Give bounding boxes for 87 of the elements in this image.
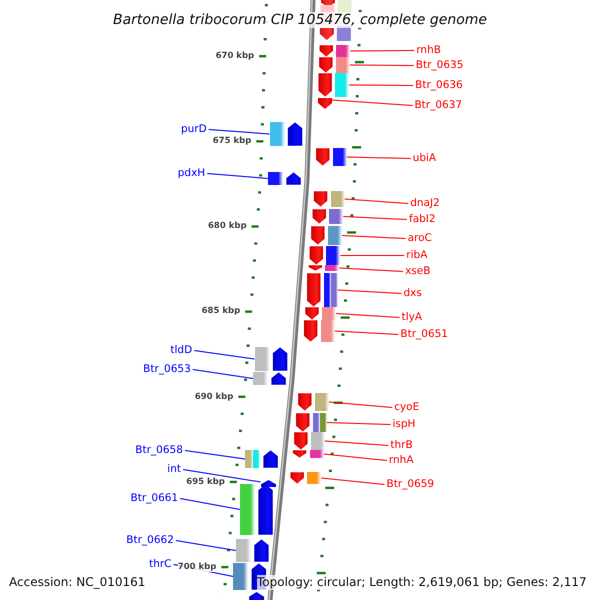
- gene-shape: [260, 480, 276, 487]
- leader-line: [340, 255, 405, 256]
- gene-label: rnhA: [388, 454, 414, 467]
- gene-label: Btr_0651: [400, 328, 448, 341]
- leader-line: [328, 402, 393, 408]
- leader-line: [320, 478, 385, 485]
- gene-label: pdxH: [178, 167, 206, 180]
- gene-bar: [307, 472, 322, 484]
- gene-bar: [328, 226, 342, 245]
- gene-bar: [253, 372, 268, 385]
- gene-bar: [233, 563, 248, 590]
- gene-bar: [310, 450, 324, 458]
- gene-bar: [336, 45, 350, 57]
- gene-bar: [335, 73, 350, 97]
- gene-label: thrB: [390, 439, 413, 452]
- gene-label: Btr_0635: [416, 59, 464, 72]
- gene-label: ubiA: [412, 152, 436, 165]
- gene-label: cyoE: [394, 401, 420, 414]
- gene-bar: [329, 209, 344, 224]
- leader-line: [192, 369, 254, 379]
- gene-label: dxs: [403, 287, 422, 300]
- gene-bar: [325, 265, 340, 271]
- title: Bartonella tribocorum CIP 105476, complete genome: [110, 12, 490, 28]
- gene-label: rnhB: [416, 44, 441, 57]
- scale-label: 695 kbp: [186, 476, 225, 487]
- gene-label: Btr_0661: [130, 492, 178, 505]
- scale-label: 690 kbp: [194, 392, 234, 402]
- leader-line: [344, 198, 409, 204]
- gene-label: Btr_0662: [126, 534, 174, 547]
- gene-bar: [310, 432, 325, 450]
- leader-line: [175, 540, 236, 551]
- gene-bar: [324, 273, 338, 307]
- leader-line: [341, 235, 406, 239]
- scale-label: 700 kbp: [178, 562, 216, 572]
- gene-bar: [326, 246, 340, 265]
- leader-line: [334, 330, 399, 335]
- gene-bar: [314, 393, 329, 411]
- leader-line: [324, 440, 389, 446]
- gene-bar: [336, 57, 350, 73]
- gene-bar: [332, 148, 347, 166]
- leader-line: [348, 84, 414, 86]
- leader-line: [349, 64, 414, 66]
- gene-label: xseB: [405, 265, 430, 278]
- gene-label: Btr_0658: [135, 444, 183, 457]
- gene-bar: [254, 347, 270, 371]
- gene-label: fabI2: [409, 213, 436, 226]
- leader-line: [326, 422, 391, 425]
- leader-line: [206, 173, 269, 179]
- leader-line: [346, 156, 412, 159]
- gene-label: Btr_0659: [386, 478, 434, 491]
- gene-label: tlyA: [402, 311, 422, 324]
- leader-line: [323, 454, 388, 461]
- footer-text: Topology: circular; Length: 2,619,061 bp; Genes: 2,117: [257, 575, 587, 590]
- scale-label: 675 kbp: [212, 136, 252, 146]
- leader-line: [350, 50, 415, 52]
- leader-line: [338, 268, 404, 272]
- leader-line: [331, 100, 413, 106]
- gene-label: Btr_0637: [414, 99, 462, 112]
- leader-line: [194, 350, 256, 360]
- leader-line: [182, 469, 262, 482]
- gene-label: Btr_0653: [143, 363, 191, 376]
- gene-label: ribA: [406, 249, 428, 262]
- leader-line: [335, 313, 400, 318]
- gene-bar: [312, 413, 327, 432]
- gene-bar: [268, 172, 284, 185]
- gene-bar: [330, 191, 345, 207]
- leader-line: [342, 216, 408, 220]
- scale-label: 670 kbp: [216, 51, 254, 61]
- footer-text: Accession: NC_010161: [9, 575, 146, 590]
- scale-label: 680 kbp: [208, 221, 247, 232]
- scale-label: 685 kbp: [202, 306, 240, 316]
- gene-bar: [320, 320, 335, 342]
- gene-label: dnaJ2: [410, 197, 440, 210]
- gene-bar: [240, 484, 256, 535]
- gene-bar: [270, 122, 285, 146]
- gene-label: tldD: [170, 344, 192, 357]
- gene-label: Btr_0636: [415, 79, 463, 92]
- gene-bar: [245, 450, 260, 468]
- gene-label: purD: [180, 123, 207, 136]
- gene-label: thrC: [149, 558, 172, 571]
- leader-line: [184, 450, 246, 460]
- gene-bar: [322, 307, 336, 320]
- leader-line: [208, 129, 270, 134]
- gene-label: int: [167, 463, 181, 476]
- gene-bar: [236, 539, 251, 562]
- gene-label: ispH: [392, 418, 416, 431]
- gene-label: aroC: [408, 232, 432, 245]
